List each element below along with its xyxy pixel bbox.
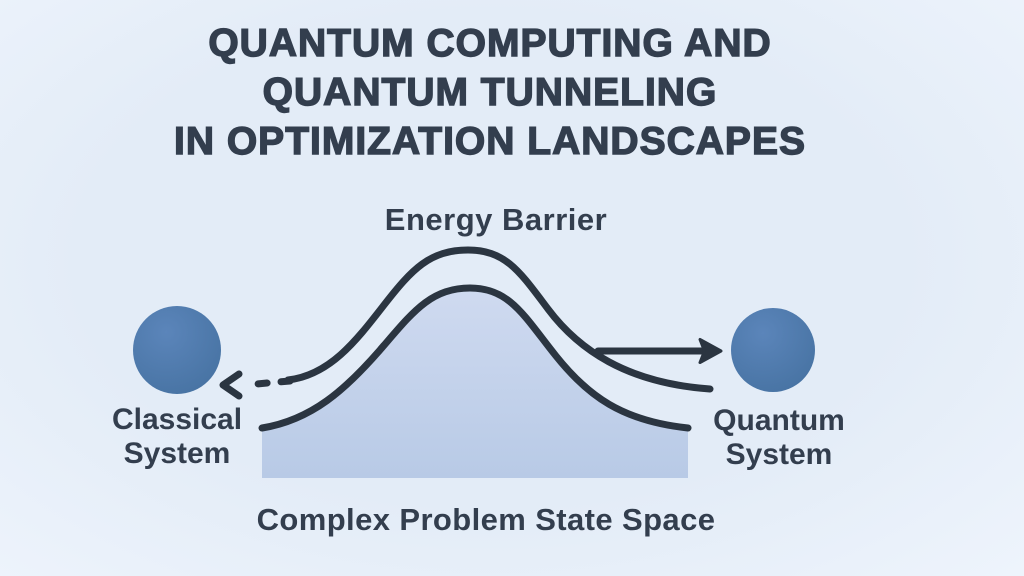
energy-barrier-label: Energy Barrier — [384, 202, 608, 237]
title-line-1: QUANTUM COMPUTING AND — [208, 21, 772, 65]
classical-system-label: Classical System — [111, 403, 243, 470]
quantum-system-node — [731, 308, 815, 392]
title-line-2: QUANTUM TUNNELING — [262, 70, 718, 114]
title-line-3: IN OPTIMIZATION LANDSCAPES — [173, 119, 806, 163]
classical-system-node — [133, 306, 221, 394]
page-title: QUANTUM COMPUTING AND QUANTUM TUNNELING … — [0, 19, 980, 166]
outer-trajectory-curve — [284, 246, 714, 393]
left-arrowhead-icon — [219, 370, 243, 400]
classical-reflected-dashed-path — [241, 377, 294, 389]
state-space-label: Complex Problem State Space — [256, 502, 716, 537]
energy-barrier-hill — [262, 288, 688, 478]
energy-barrier-hill-outline — [258, 284, 692, 432]
right-arrowhead-icon — [698, 338, 723, 364]
quantum-system-label: Quantum System — [713, 404, 845, 471]
